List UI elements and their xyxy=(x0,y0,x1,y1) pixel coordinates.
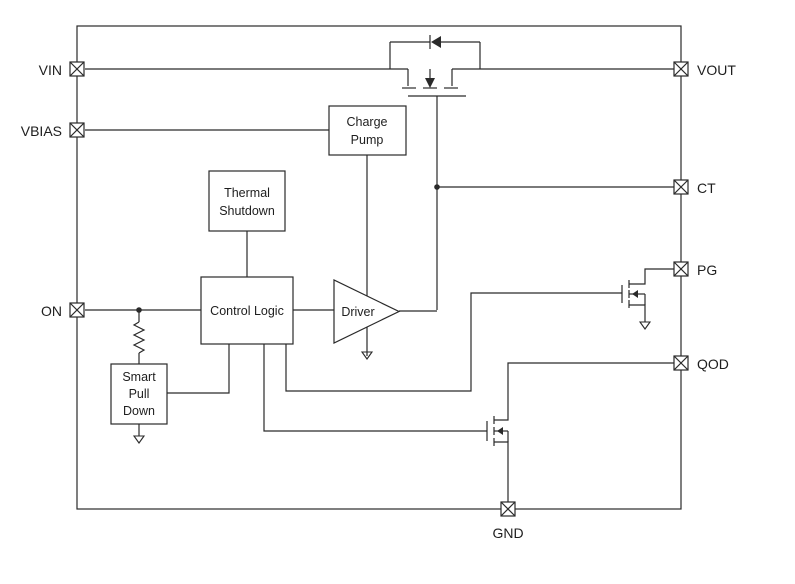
junction-dot-ct xyxy=(434,184,440,190)
pin-vbias xyxy=(69,122,85,138)
pin-vout xyxy=(673,61,689,77)
thermal-shutdown-label-1: Thermal xyxy=(224,186,270,200)
pin-label-gnd: GND xyxy=(492,525,523,541)
pin-label-pg: PG xyxy=(697,262,717,278)
pin-label-vbias: VBIAS xyxy=(21,123,62,139)
smart-pull-down-label-2: Pull xyxy=(129,387,150,401)
pin-label-on: ON xyxy=(41,303,62,319)
ground-symbol-driver xyxy=(360,351,374,360)
body-diode xyxy=(389,35,481,69)
pg-mosfet xyxy=(621,268,674,322)
pin-label-ct: CT xyxy=(697,180,716,196)
pass-mosfet xyxy=(85,68,674,310)
charge-pump-block xyxy=(328,105,407,156)
smart-pull-down-label-1: Smart xyxy=(122,370,156,384)
smart-pull-down-label-3: Down xyxy=(123,404,155,418)
driver-label: Driver xyxy=(341,305,374,319)
driver-triangle xyxy=(333,279,401,344)
pin-pg xyxy=(673,261,689,277)
control-logic-block xyxy=(200,276,294,345)
charge-pump-label-1: Charge xyxy=(347,115,388,129)
ground-symbol-pulldown xyxy=(132,435,146,444)
smart-pull-down-block xyxy=(110,363,168,425)
thermal-shutdown-block xyxy=(208,170,286,232)
ic-boundary xyxy=(76,25,682,510)
pin-gnd xyxy=(500,501,516,517)
qod-mosfet xyxy=(486,362,674,502)
pin-ct xyxy=(673,179,689,195)
pin-label-vin: VIN xyxy=(39,62,62,78)
charge-pump-label-2: Pump xyxy=(351,133,384,147)
pin-label-qod: QOD xyxy=(697,356,729,372)
ground-symbol-pg xyxy=(638,321,652,330)
control-logic-label: Control Logic xyxy=(210,304,284,318)
pin-label-vout: VOUT xyxy=(697,62,736,78)
resistor-symbol xyxy=(132,310,146,364)
pin-on xyxy=(69,302,85,318)
pin-vin xyxy=(69,61,85,77)
pin-qod xyxy=(673,355,689,371)
thermal-shutdown-label-2: Shutdown xyxy=(219,204,275,218)
